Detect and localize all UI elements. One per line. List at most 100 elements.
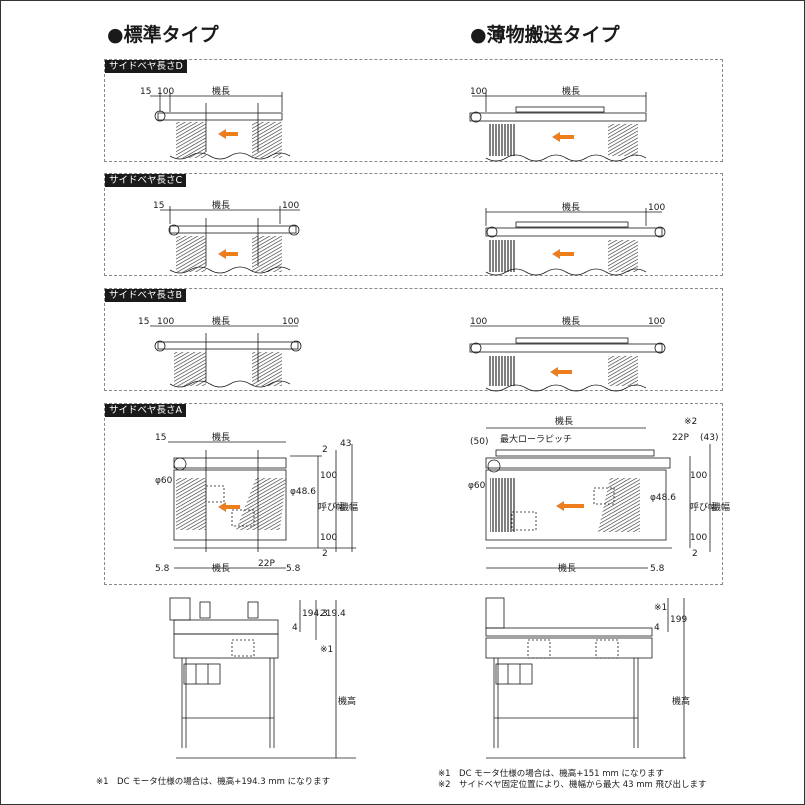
dim-yobi: 呼び幅 bbox=[690, 501, 717, 513]
end-roller bbox=[168, 224, 180, 236]
orange-arrow bbox=[218, 129, 238, 139]
heading-thin-type: ●薄物搬送タイプ bbox=[470, 24, 620, 46]
dimension-labels: 15 100 機長 100 機長 15 機長 100 機長 100 15 100… bbox=[138, 85, 730, 707]
dim-100: 100 bbox=[648, 203, 665, 213]
dim-194: 194.3 bbox=[302, 609, 328, 619]
max-roller-pitch: 最大ローラピッチ bbox=[500, 433, 572, 445]
dim-kifuku: 機幅 bbox=[712, 501, 730, 513]
orange-arrow bbox=[550, 367, 572, 377]
orange-arrow bbox=[218, 502, 240, 512]
dim-50p: (50) bbox=[470, 437, 488, 447]
dim-kicho: 機長 bbox=[562, 201, 580, 213]
panel-length-a: サイドベヤ長さA bbox=[104, 403, 723, 585]
panel-length-d: サイドベヤ長さD bbox=[104, 59, 723, 162]
dim-4: 4 bbox=[654, 623, 660, 633]
dim-kicho: 機長 bbox=[555, 415, 573, 427]
dim-kicho: 機長 bbox=[212, 85, 230, 97]
dim-phi48: φ48.6 bbox=[650, 493, 676, 503]
dim-kicho: 機長 bbox=[212, 562, 230, 574]
hatch-belt-left bbox=[174, 352, 206, 386]
dim-58: 5.8 bbox=[650, 564, 665, 574]
dim-2: 2 bbox=[322, 549, 328, 559]
dim-100: 100 bbox=[320, 533, 337, 543]
dim-kicho: 機長 bbox=[562, 315, 580, 327]
dim-star1: ※1 bbox=[654, 603, 667, 613]
dim-kicho: 機長 bbox=[212, 431, 230, 443]
hatch-belt-left bbox=[176, 236, 206, 272]
dim-kicho: 機長 bbox=[212, 315, 230, 327]
dim-199: 199 bbox=[670, 615, 687, 625]
dim-22p: 22P bbox=[672, 433, 689, 443]
hatch-belt-left bbox=[176, 122, 206, 158]
end-roller bbox=[288, 224, 300, 236]
dim-kicho: 機長 bbox=[562, 85, 580, 97]
dim-100: 100 bbox=[648, 317, 665, 327]
dim-2: 2 bbox=[322, 445, 328, 455]
drawing-standard-a bbox=[168, 441, 356, 569]
orange-arrow bbox=[552, 132, 574, 142]
dim-15: 15 bbox=[153, 201, 164, 211]
dim-100: 100 bbox=[320, 471, 337, 481]
frame-bar bbox=[157, 112, 283, 121]
drawing-standard-d bbox=[150, 92, 291, 160]
dim-100: 100 bbox=[157, 317, 174, 327]
drawing-thin-b bbox=[469, 325, 666, 392]
dim-star2: ※2 bbox=[684, 417, 697, 427]
hatch-belt-right bbox=[252, 352, 282, 386]
dim-43: 43 bbox=[340, 439, 351, 449]
hatch-belt-right bbox=[252, 122, 282, 158]
panel-label: サイドベヤ長さD bbox=[105, 60, 187, 73]
dim-100: 100 bbox=[470, 317, 487, 327]
dim-phi48: φ48.6 bbox=[290, 487, 316, 497]
panel-length-b: サイドベヤ長さB bbox=[104, 288, 723, 391]
dim-kicho: 機長 bbox=[558, 562, 576, 574]
dim-4: 4 bbox=[292, 623, 298, 633]
dim-kicho: 機長 bbox=[212, 199, 230, 211]
dim-star1: ※1 bbox=[320, 645, 333, 655]
dim-2194: 219.4 bbox=[320, 609, 346, 619]
panel-label: サイドベヤ長さB bbox=[105, 289, 187, 302]
dim-58: 5.8 bbox=[155, 564, 170, 574]
dim-58: 5.8 bbox=[286, 564, 301, 574]
dim-22p: 22P bbox=[258, 559, 275, 569]
floor-wave bbox=[169, 152, 291, 160]
drawing-thin-a bbox=[485, 427, 711, 569]
footnote-thin-1: ※1 DC モータ仕様の場合は、機高+151 mm になります bbox=[438, 769, 665, 779]
dim-100: 100 bbox=[282, 201, 299, 211]
drawing-thin-c bbox=[485, 208, 666, 276]
frame-bar bbox=[157, 341, 299, 350]
dim-100: 100 bbox=[282, 317, 299, 327]
heading-standard-type: ●標準タイプ bbox=[107, 24, 219, 46]
dim-100: 100 bbox=[470, 87, 487, 97]
side-view-thin bbox=[485, 597, 686, 759]
dim-kiko: 機高 bbox=[338, 695, 356, 707]
drawing-thin-d bbox=[469, 92, 647, 162]
dim-2: 2 bbox=[692, 549, 698, 559]
frame-bar bbox=[169, 225, 297, 234]
footnote-thin-2: ※2 サイドベヤ固定位置により、機幅から最大 43 mm 飛び出します bbox=[438, 780, 707, 790]
dim-100: 100 bbox=[157, 87, 174, 97]
dim-100: 100 bbox=[690, 471, 707, 481]
direction-arrows bbox=[218, 129, 584, 512]
dim-15: 15 bbox=[140, 87, 151, 97]
panel-label: サイドベヤ長さC bbox=[105, 174, 187, 187]
side-view-standard bbox=[169, 597, 356, 759]
dim-100: 100 bbox=[690, 533, 707, 543]
panel-label: サイドベヤ長さA bbox=[105, 404, 186, 417]
dim-15: 15 bbox=[138, 317, 149, 327]
dim-yobi: 呼び幅 bbox=[318, 501, 345, 513]
dim-phi60: φ60 bbox=[155, 476, 173, 486]
dim-kifuku: 機幅 bbox=[340, 501, 358, 513]
dim-phi60: φ60 bbox=[468, 481, 486, 491]
orange-arrow bbox=[552, 249, 574, 259]
dim-kiko: 機高 bbox=[672, 695, 690, 707]
drawing-standard-b bbox=[150, 325, 302, 388]
orange-arrow bbox=[218, 249, 238, 259]
footnote-standard: ※1 DC モータ仕様の場合は、機高+194.3 mm になります bbox=[96, 777, 331, 787]
dim-15: 15 bbox=[155, 433, 166, 443]
end-roller bbox=[154, 110, 166, 122]
panel-length-c: サイドベヤ長さC bbox=[104, 173, 723, 276]
hatch-belt-right bbox=[252, 236, 282, 272]
dim-43p: (43) bbox=[700, 433, 718, 443]
